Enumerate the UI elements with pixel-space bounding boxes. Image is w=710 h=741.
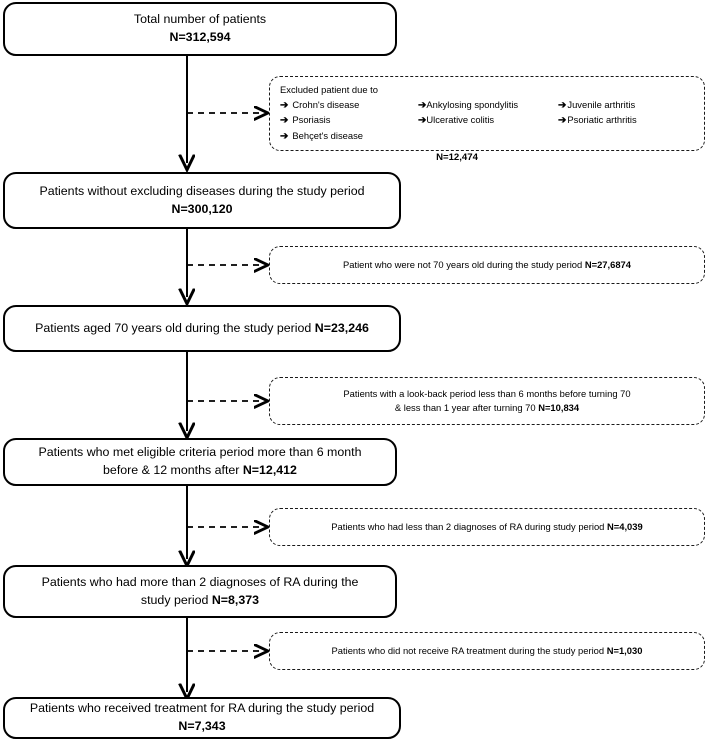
node-total-patients-count: N=312,594 <box>169 30 231 44</box>
exclusion-short-lookback-count: N=10,834 <box>538 402 580 413</box>
node-without-excluding-diseases[interactable]: Patients without excluding diseases duri… <box>3 172 401 229</box>
list-item: ➔Psoriatic arthritis <box>558 113 688 129</box>
exclusion-not-70-years-old[interactable]: Patient who were not 70 years old during… <box>269 246 705 284</box>
node-eligible-criteria[interactable]: Patients who met eligible criteria perio… <box>3 438 397 486</box>
exclusion-less-than-2-dx-text: Patients who had less than 2 diagnoses o… <box>331 521 607 533</box>
exclusion-short-lookback-line2: & less than 1 year after turning 70 <box>394 402 539 413</box>
exclusion-disease-column-1: ➔Crohn's disease ➔Psoriasis ➔Behçet's di… <box>280 98 418 145</box>
node-without-excluding-diseases-line1: Patients without excluding diseases duri… <box>39 183 365 198</box>
exclusion-not-70-years-old-count: N=27,6874 <box>584 259 631 271</box>
list-item: ➔Juvenile arthritis <box>558 98 688 114</box>
node-more-than-2-dx-line1: Patients who had more than 2 diagnoses o… <box>41 574 359 589</box>
node-aged-70-count: N=23,246 <box>314 320 369 335</box>
exclusion-disease-column-3: ➔Juvenile arthritis ➔Psoriatic arthritis <box>558 98 688 145</box>
node-eligible-criteria-count: N=12,412 <box>242 463 297 477</box>
list-item: ➔Ankylosing spondylitis <box>418 98 558 114</box>
exclusion-excluded-diseases-count: N=12,474 <box>436 151 478 163</box>
node-aged-70[interactable]: Patients aged 70 years old during the st… <box>3 305 401 352</box>
arrow-bullet-icon: ➔ <box>418 115 427 127</box>
exclusion-excluded-diseases-heading: Excluded patient due to <box>280 84 378 95</box>
exclusion-short-lookback-line1: Patients with a look-back period less th… <box>343 388 631 400</box>
exclusion-less-than-2-dx[interactable]: Patients who had less than 2 diagnoses o… <box>269 508 705 546</box>
node-received-treatment-count: N=7,343 <box>178 719 226 733</box>
node-received-treatment-line1: Patients who received treatment for RA d… <box>29 701 375 716</box>
exclusion-not-70-years-old-text: Patient who were not 70 years old during… <box>343 259 585 271</box>
exclusion-no-ra-treatment-count: N=1,030 <box>606 645 643 657</box>
arrow-bullet-icon: ➔ <box>558 115 567 127</box>
list-item: ➔Ulcerative colitis <box>418 113 558 129</box>
arrow-bullet-icon: ➔ <box>280 131 289 142</box>
exclusion-disease-columns: ➔Crohn's disease ➔Psoriasis ➔Behçet's di… <box>280 98 694 145</box>
arrow-bullet-icon: ➔ <box>280 99 289 111</box>
list-item: ➔Crohn's disease <box>280 98 418 114</box>
node-aged-70-line1: Patients aged 70 years old during the st… <box>35 320 315 335</box>
node-more-than-2-dx[interactable]: Patients who had more than 2 diagnoses o… <box>3 565 397 618</box>
node-total-patients-line1: Total number of patients <box>133 12 267 27</box>
node-without-excluding-diseases-count: N=300,120 <box>171 201 233 216</box>
exclusion-less-than-2-dx-count: N=4,039 <box>606 521 643 533</box>
node-more-than-2-dx-line2a: study period <box>140 592 212 607</box>
arrow-bullet-icon: ➔ <box>280 115 289 127</box>
list-item: ➔Psoriasis <box>280 113 418 129</box>
exclusion-no-ra-treatment-text: Patients who did not receive RA treatmen… <box>331 645 607 657</box>
node-received-treatment[interactable]: Patients who received treatment for RA d… <box>3 697 401 739</box>
node-eligible-criteria-line2a: before & 12 months after <box>103 463 243 477</box>
node-total-patients[interactable]: Total number of patients N=312,594 <box>3 2 397 56</box>
list-item: ➔Behçet's disease <box>280 129 418 145</box>
exclusion-excluded-diseases[interactable]: Excluded patient due to ➔Crohn's disease… <box>269 76 705 163</box>
arrow-bullet-icon: ➔ <box>418 99 427 111</box>
node-more-than-2-dx-count: N=8,373 <box>211 592 260 607</box>
node-eligible-criteria-line1: Patients who met eligible criteria perio… <box>38 445 362 460</box>
exclusion-no-ra-treatment[interactable]: Patients who did not receive RA treatmen… <box>269 632 705 670</box>
exclusion-short-lookback[interactable]: Patients with a look-back period less th… <box>269 377 705 425</box>
arrow-bullet-icon: ➔ <box>558 99 567 111</box>
exclusion-disease-column-2: ➔Ankylosing spondylitis ➔Ulcerative coli… <box>418 98 558 145</box>
